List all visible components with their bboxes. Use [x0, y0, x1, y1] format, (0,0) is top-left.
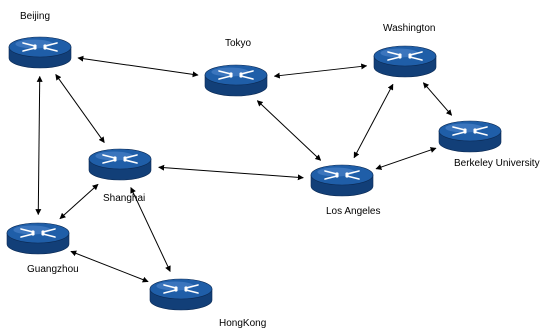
router-icon-berkeley — [438, 120, 502, 153]
router-icon-losangeles — [310, 164, 374, 197]
router-icon-tokyo — [204, 64, 268, 97]
router-icon-guangzhou — [6, 222, 70, 255]
node-label-tokyo: Tokyo — [225, 38, 252, 49]
link-washington-losangeles — [353, 83, 394, 159]
router-icon-shanghai — [88, 148, 152, 181]
node-label-beijing: Beijing — [20, 11, 50, 22]
link-shanghai-losangeles — [158, 164, 304, 181]
link-shanghai-hongkong — [130, 187, 171, 272]
node-label-losangeles: Los Angeles — [326, 206, 381, 217]
link-tokyo-losangeles — [256, 100, 322, 161]
node-label-berkeley: Berkeley University — [454, 158, 540, 169]
link-shanghai-guangzhou — [59, 183, 99, 220]
link-beijing-shanghai — [55, 73, 105, 144]
router-icon-hongkong — [149, 278, 213, 311]
links-layer — [35, 55, 453, 283]
routers-layer — [6, 36, 502, 311]
node-label-washington: Washington — [383, 23, 435, 34]
link-tokyo-washington — [273, 63, 368, 79]
link-beijing-tokyo — [77, 55, 199, 78]
link-guangzhou-hongkong — [70, 250, 149, 283]
link-washington-berkeley — [422, 82, 453, 116]
link-beijing-guangzhou — [35, 75, 43, 216]
router-icon-washington — [373, 45, 437, 78]
link-berkeley-losangeles — [375, 147, 437, 170]
node-label-guangzhou: Guangzhou — [27, 264, 79, 275]
router-icon-beijing — [8, 36, 72, 69]
node-label-shanghai: Shanghai — [103, 193, 145, 204]
node-label-hongkong: HongKong — [219, 318, 266, 329]
